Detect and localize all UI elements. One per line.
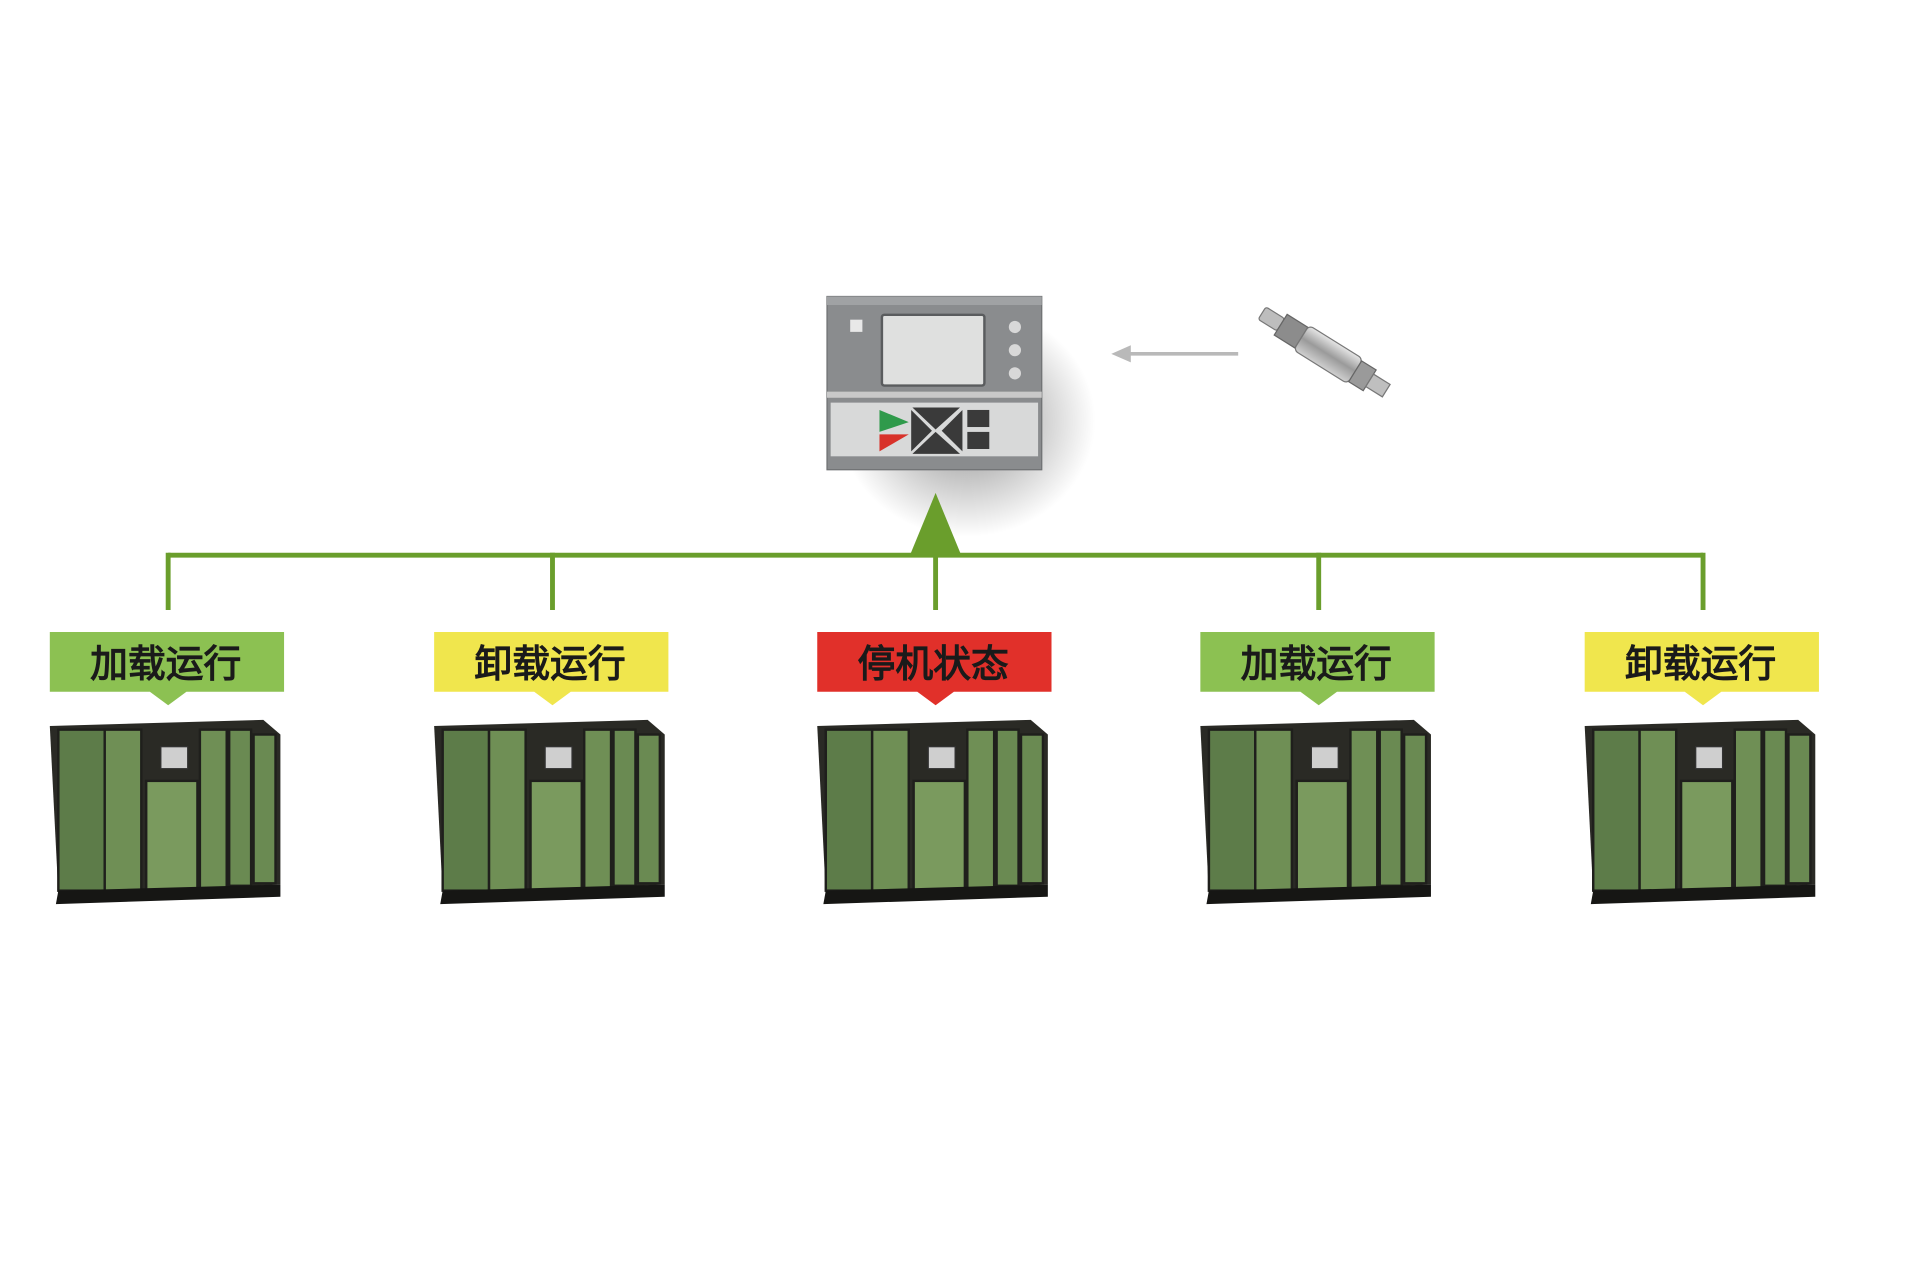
button-icon <box>1008 320 1022 334</box>
status-text: 卸载运行 <box>1625 642 1776 686</box>
status-badge <box>1584 632 1819 706</box>
power-icon <box>850 319 863 332</box>
signal-arrow <box>1111 345 1239 363</box>
button-icon <box>1008 344 1022 357</box>
status-label: 加载运行 <box>49 632 285 706</box>
controller <box>826 295 1096 537</box>
status-badge <box>817 632 1052 706</box>
status-text: 卸载运行 <box>474 642 625 686</box>
controller-screen <box>880 313 986 387</box>
air-compressor-icon <box>49 719 281 905</box>
status-label: 停机状态 <box>817 632 1052 706</box>
start-button <box>879 409 909 432</box>
bus-line <box>165 492 1706 611</box>
status-badge <box>49 632 285 706</box>
enter-button <box>967 431 990 449</box>
controller-icon <box>826 295 1043 471</box>
status-text: 停机状态 <box>858 642 1009 686</box>
status-badge <box>1200 632 1435 706</box>
status-badge <box>434 632 669 706</box>
status-text: 加载运行 <box>1241 642 1392 686</box>
air-compressor-icon <box>817 719 1048 905</box>
status-label: 卸载运行 <box>1584 632 1819 706</box>
up-arrow <box>909 492 962 556</box>
compressor-unit: 卸载运行 <box>434 632 669 905</box>
menu-button <box>967 409 990 428</box>
status-text: 加载运行 <box>90 642 241 686</box>
stop-button <box>879 434 909 452</box>
compressor-unit: 加载运行 <box>1200 632 1435 905</box>
compressor-unit: 停机状态 <box>817 632 1052 905</box>
pressure-sensor-icon <box>1258 307 1391 398</box>
status-label: 卸载运行 <box>434 632 669 706</box>
air-compressor-icon <box>434 719 665 905</box>
compressor-unit: 加载运行 <box>49 632 285 905</box>
button-icon <box>1008 367 1022 380</box>
status-label: 加载运行 <box>1200 632 1435 706</box>
air-compressor-icon <box>1584 719 1816 905</box>
air-compressor-icon <box>1200 719 1431 905</box>
compressor-unit: 卸载运行 <box>1584 632 1819 905</box>
